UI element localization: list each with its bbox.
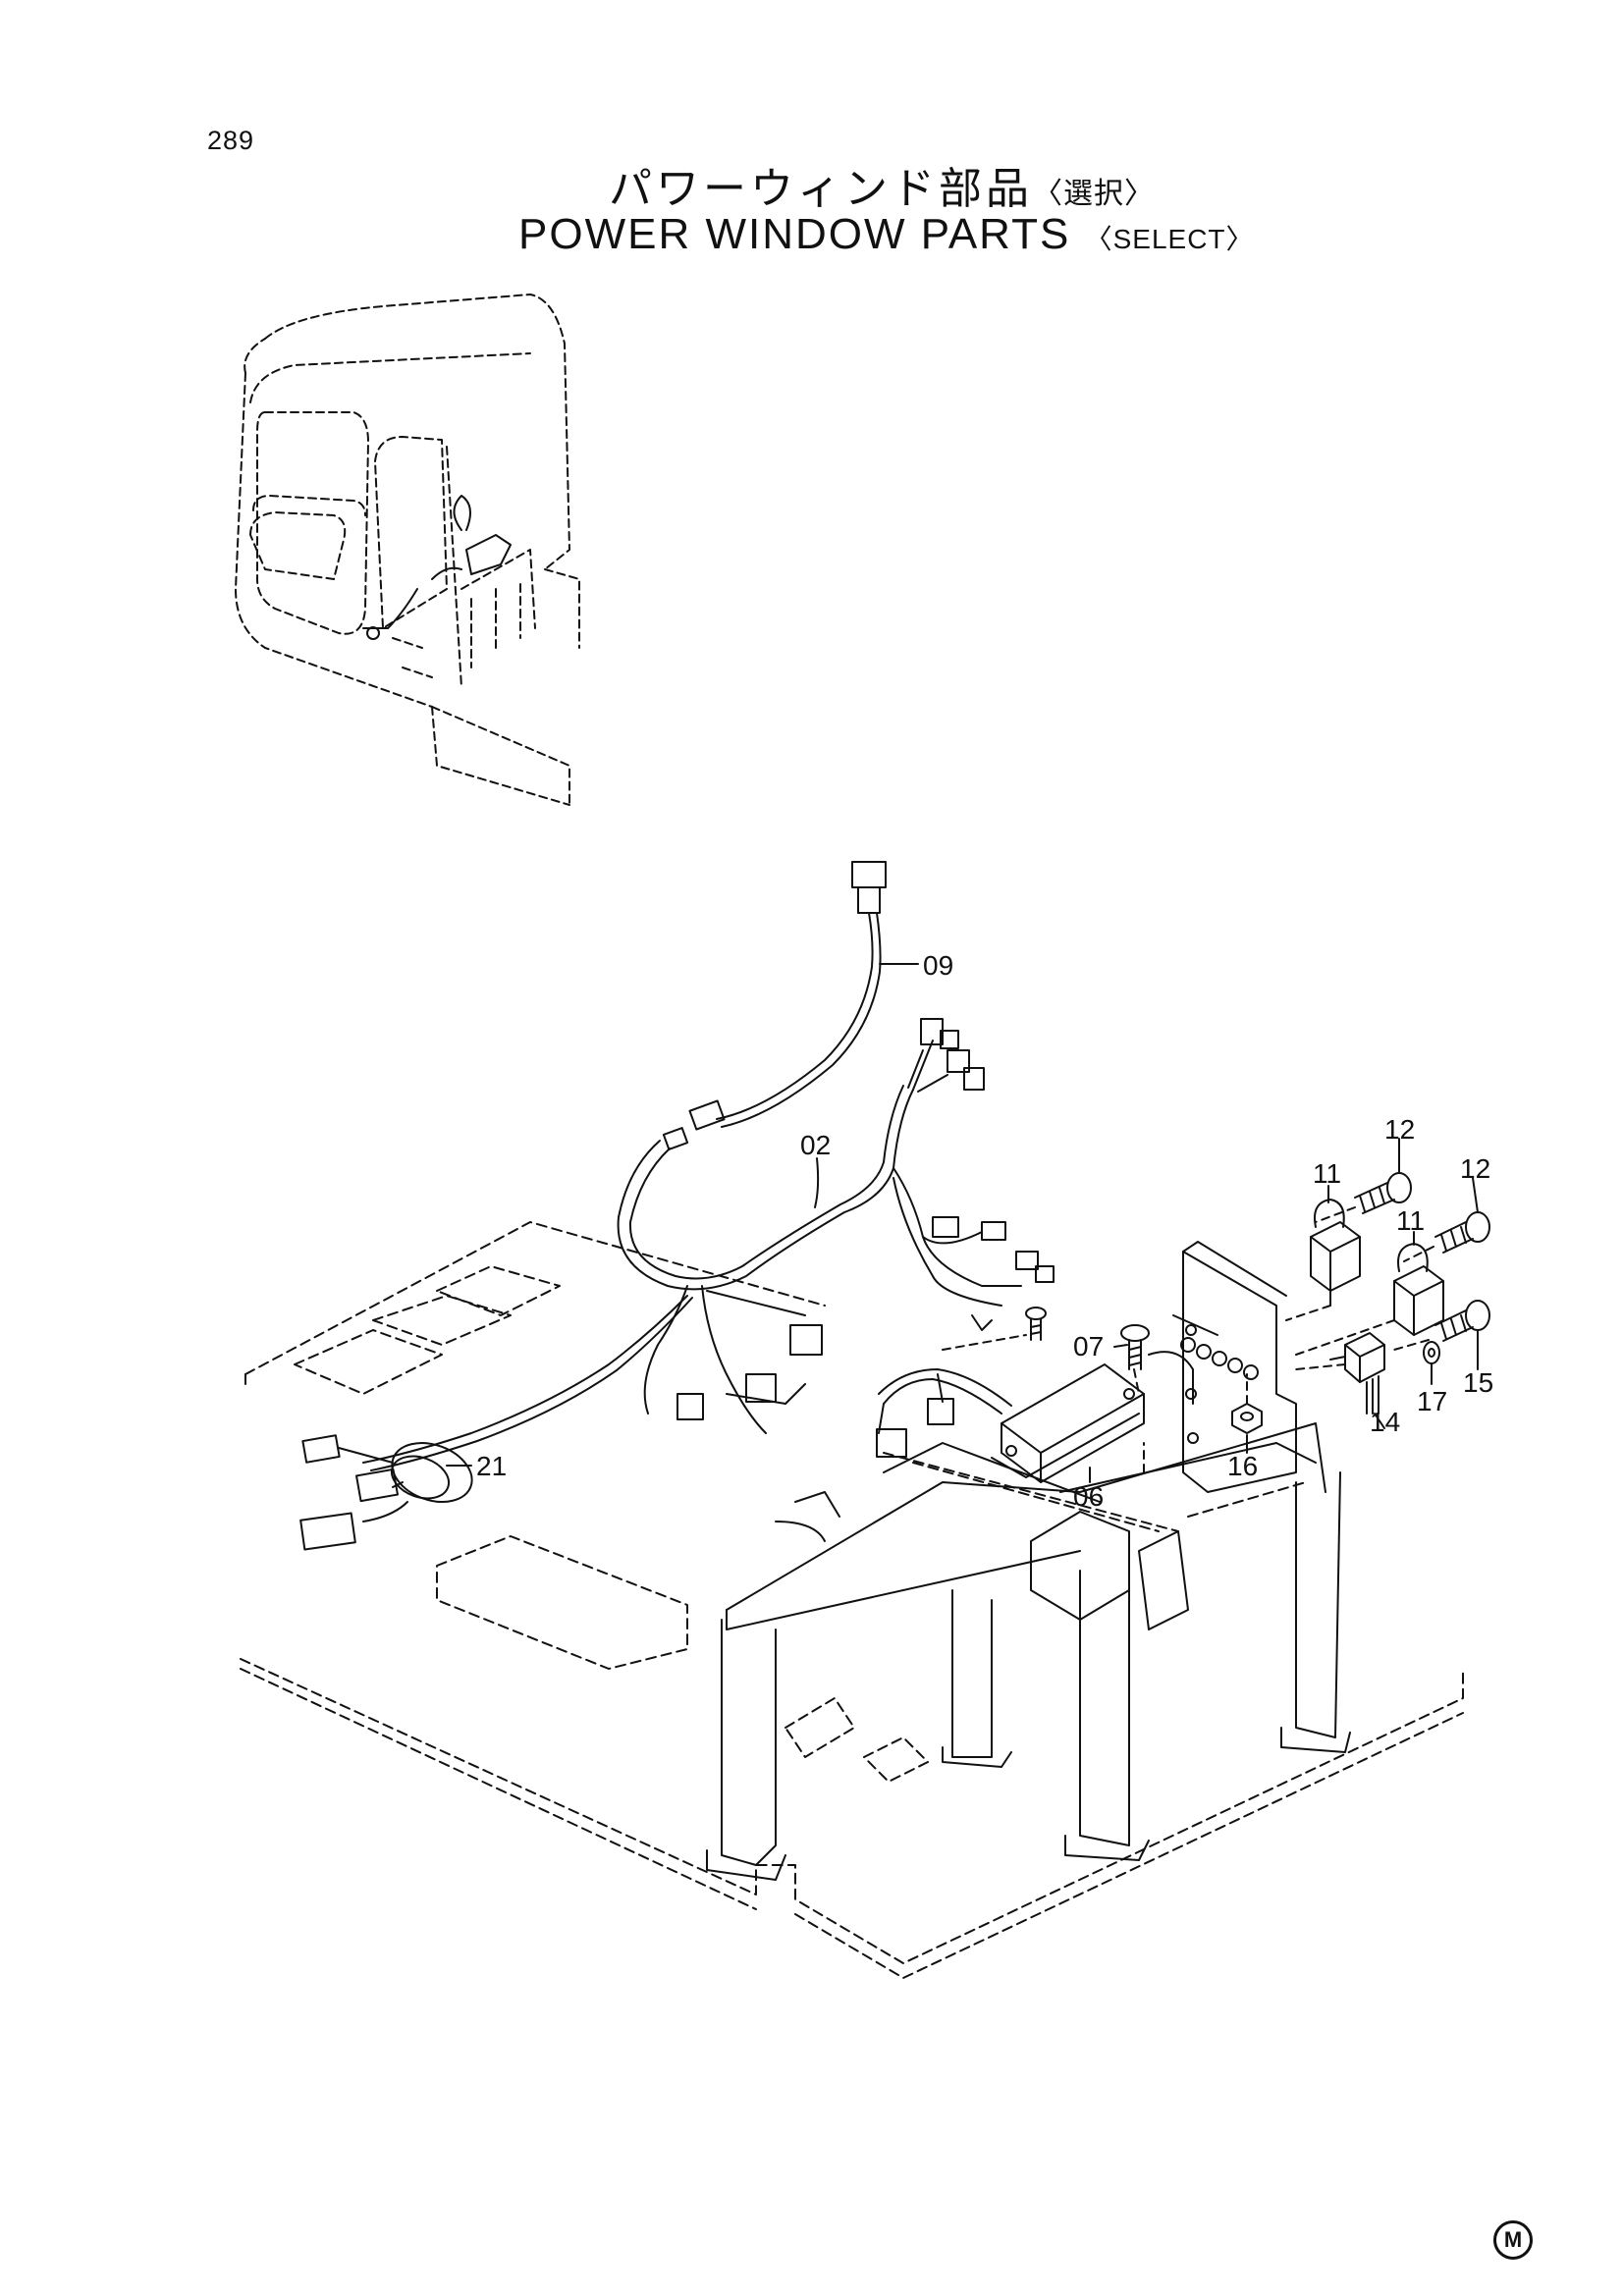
callout-07: 07 bbox=[1073, 1331, 1104, 1362]
callout-12-lower: 12 bbox=[1460, 1153, 1490, 1184]
title-english: POWER WINDOW PARTS 〈SELECT〉 bbox=[518, 210, 1255, 259]
nut-16 bbox=[1231, 1403, 1263, 1434]
callout-11-upper: 11 bbox=[1313, 1158, 1341, 1189]
title-japanese-suffix: 〈選択〉 bbox=[1033, 178, 1155, 210]
bolt-15 bbox=[1434, 1300, 1490, 1342]
callout-labels: 09 02 12 12 11 11 07 15 17 14 16 06 21 bbox=[476, 950, 1493, 1512]
callout-06: 06 bbox=[1073, 1481, 1104, 1512]
callout-09: 09 bbox=[923, 950, 953, 981]
relay-11-lower bbox=[1393, 1243, 1444, 1336]
mounting-bracket bbox=[1148, 1241, 1297, 1493]
small-screw bbox=[1025, 1307, 1047, 1341]
callout-12-upper: 12 bbox=[1384, 1114, 1415, 1145]
callout-17: 17 bbox=[1417, 1386, 1447, 1416]
callout-02: 02 bbox=[800, 1130, 831, 1160]
screw-07 bbox=[1120, 1324, 1150, 1370]
harness-02 bbox=[617, 1018, 1055, 1331]
frame-dashed-edges bbox=[883, 1452, 1307, 1532]
relay-11-upper bbox=[1310, 1199, 1361, 1307]
callout-14: 14 bbox=[1370, 1407, 1400, 1437]
title-japanese-text: パワーウィンド部品 bbox=[609, 165, 1033, 213]
harness-21 bbox=[299, 1434, 473, 1551]
seat-stand-frame bbox=[706, 1422, 1351, 1881]
bolt-12-lower bbox=[1434, 1211, 1490, 1254]
controller-wires bbox=[876, 1368, 1012, 1458]
floor-plate bbox=[240, 1221, 1464, 1979]
bracket-hardware-row bbox=[1180, 1337, 1259, 1380]
page-number: 289 bbox=[207, 126, 255, 155]
harness-branches bbox=[362, 1285, 823, 1471]
callout-21: 21 bbox=[476, 1451, 507, 1481]
assembly-guide-lines bbox=[942, 1206, 1434, 1473]
cab-wiring-detail bbox=[362, 495, 512, 640]
callout-leader-lines bbox=[446, 963, 1479, 1483]
controller-06 bbox=[991, 1363, 1145, 1483]
harness-09 bbox=[662, 861, 887, 1150]
cab-overview-illustration bbox=[235, 294, 580, 806]
maker-mark: M bbox=[1493, 2220, 1533, 2260]
callout-11-lower: 11 bbox=[1396, 1205, 1425, 1236]
bolt-12-upper bbox=[1354, 1172, 1412, 1214]
callout-16: 16 bbox=[1227, 1451, 1258, 1481]
washer-17 bbox=[1423, 1341, 1440, 1364]
title-japanese: パワーウィンド部品〈選択〉 bbox=[609, 153, 1155, 216]
title-english-text: POWER WINDOW PARTS bbox=[518, 210, 1071, 258]
callout-15: 15 bbox=[1463, 1367, 1493, 1398]
title-english-suffix: 〈SELECT〉 bbox=[1084, 224, 1255, 254]
relay-14 bbox=[1329, 1332, 1385, 1415]
